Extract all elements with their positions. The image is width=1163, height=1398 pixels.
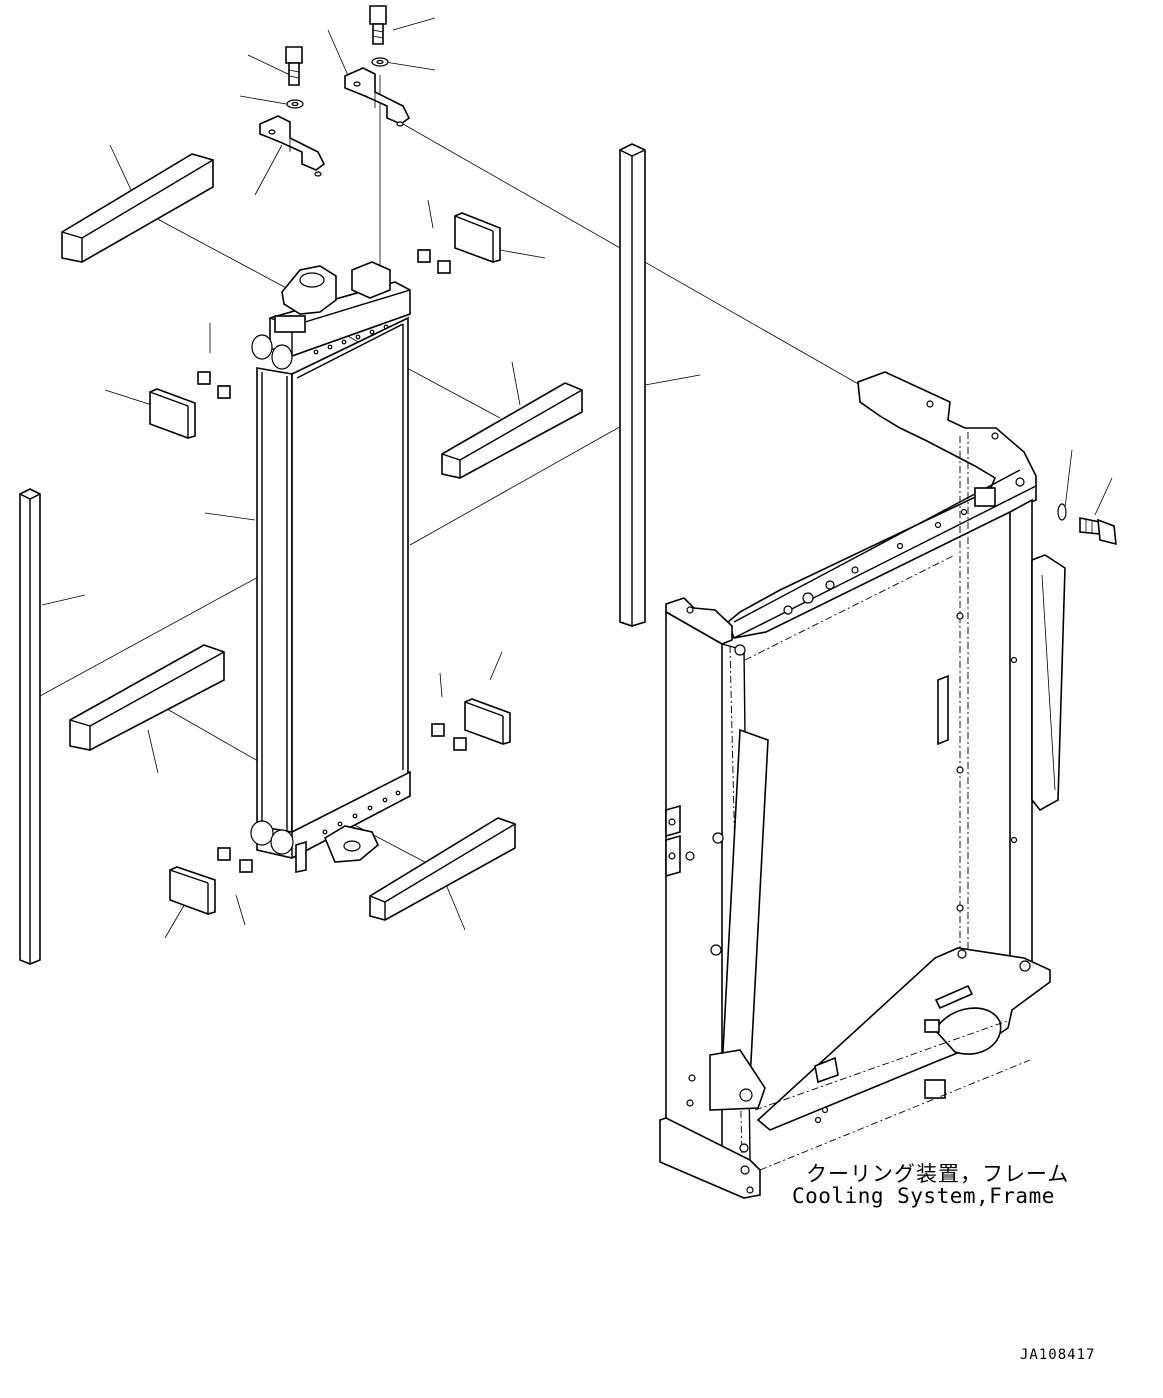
pad-group-upper-right xyxy=(417,212,501,274)
pad-group-lower-right xyxy=(431,698,511,751)
foam-block-lower-left xyxy=(69,644,225,751)
radiator-core xyxy=(250,261,411,873)
cooling-frame xyxy=(659,371,1066,1199)
left-mounting-bolt xyxy=(285,46,303,86)
foam-block-bottom xyxy=(369,817,516,921)
diagram-caption-english: Cooling System,Frame xyxy=(792,1184,1055,1208)
diagram-caption-japanese: クーリング装置，フレーム xyxy=(806,1162,1070,1186)
foam-strip-right xyxy=(619,143,646,627)
leader-lines xyxy=(41,17,1113,939)
upper-mounting-bolt xyxy=(369,5,387,45)
left-bracket xyxy=(259,115,326,177)
pad-group-upper-left xyxy=(149,371,231,439)
foam-block-top-left xyxy=(61,153,214,263)
frame-mounting-bolt xyxy=(1079,517,1117,546)
foam-strip-left xyxy=(19,488,41,965)
frame-washer xyxy=(1057,503,1067,521)
upper-bracket xyxy=(344,67,411,127)
drawing-number: JA108417 xyxy=(1020,1347,1096,1363)
pad-group-lower-left xyxy=(169,847,253,915)
left-washer-hole xyxy=(291,101,299,107)
foam-block-middle xyxy=(441,382,583,479)
upper-washer-hole xyxy=(376,59,384,65)
